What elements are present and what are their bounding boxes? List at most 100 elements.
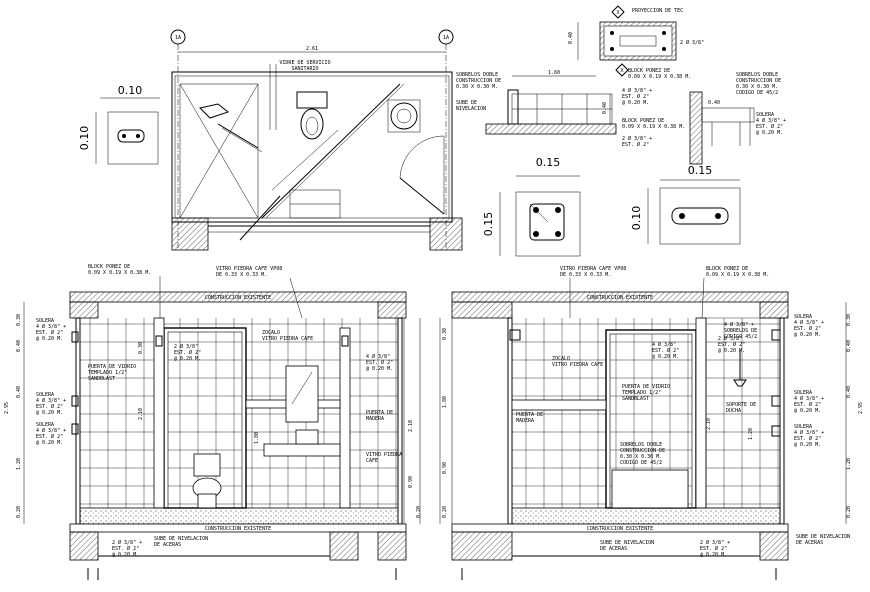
svg-text:VITRO PIEDRA CAFE: VITRO PIEDRA CAFE	[262, 336, 313, 342]
svg-text:EST. Ø 2": EST. Ø 2"	[794, 435, 821, 442]
wall-side-section	[689, 91, 703, 165]
svg-text:EST. Ø 2": EST. Ø 2"	[36, 403, 63, 410]
svg-text:0.40: 0.40	[846, 386, 852, 398]
detail1-v: 0.10	[78, 126, 91, 151]
right-dim-020: 0.20	[442, 506, 448, 518]
right-bottom-note3: SUBE DE NIVELACION	[796, 534, 850, 540]
left-top-label: CONSTRUCCION EXISTENTE	[205, 295, 271, 301]
svg-text:DE ACERAS: DE ACERAS	[796, 540, 823, 546]
axis-bubble-left: 1A	[170, 29, 186, 250]
svg-text:EST. Ø 2": EST. Ø 2"	[36, 433, 63, 440]
floor-plan: 1A 1A 2.61 VIDRE DE SERVICIO SANITARIO	[78, 29, 463, 251]
left-floor	[79, 507, 399, 525]
svg-text:@ 0.20 M.: @ 0.20 M.	[174, 356, 201, 362]
svg-text:4 Ø 3/8" +: 4 Ø 3/8" +	[622, 87, 652, 94]
left-solera2: SOLERA	[36, 392, 54, 398]
axis-x2: X	[620, 68, 623, 74]
svg-text:4 Ø 3/8" +: 4 Ø 3/8" +	[794, 319, 824, 326]
svg-text:TEMPLADO 1/2": TEMPLADO 1/2"	[88, 370, 127, 376]
detail-column-3: 0.15 0.10	[630, 164, 741, 245]
svg-text:DUCHA: DUCHA	[726, 408, 741, 414]
plan-width-dim: 2.61	[306, 46, 318, 52]
detail1-h: 0.10	[118, 84, 143, 97]
svg-text:EST. Ø 2": EST. Ø 2"	[756, 123, 783, 130]
svg-text:DE 0.33 X 0.33 M.: DE 0.33 X 0.33 M.	[560, 272, 611, 278]
svg-text:EST. Ø 2": EST. Ø 2"	[794, 325, 821, 332]
svg-text:DE ACERAS: DE ACERAS	[154, 542, 181, 548]
svg-text:DE 0.33 X 0.33 M.: DE 0.33 X 0.33 M.	[216, 272, 267, 278]
right-solera3: SOLERA	[794, 424, 812, 430]
svg-text:EST. Ø 2": EST. Ø 2"	[622, 141, 649, 148]
svg-text:EST. Ø 2": EST. Ø 2"	[174, 349, 201, 356]
svg-text:CODIGO DE 45/2: CODIGO DE 45/2	[620, 460, 662, 466]
right-solera1: SOLERA	[794, 314, 812, 320]
svg-text:@ 0.20 M.: @ 0.20 M.	[652, 354, 679, 360]
axis-x1: X	[616, 10, 619, 16]
left-dim-total: 2.95	[4, 402, 10, 414]
svg-text:BLOCK PONEZ DE: BLOCK PONEZ DE	[622, 118, 664, 124]
svg-text:SOBRELOS DE: SOBRELOS DE	[724, 328, 757, 334]
left-dim-090: 0.90	[408, 476, 414, 488]
svg-text:0.30: 0.30	[16, 314, 22, 326]
svg-text:0.30 X 0.30 M.: 0.30 X 0.30 M.	[620, 454, 662, 460]
svg-text:@ 0.20 M.: @ 0.20 M.	[366, 366, 393, 372]
wall-height-dim: 0.40	[602, 102, 608, 114]
plan-column-right	[429, 217, 463, 251]
right-bottom-note: 2 Ø 3/8" +	[700, 539, 730, 546]
right-block-label: BLOCK PONEZ DE	[706, 266, 748, 272]
wall-detail: X X PROYECCION DE TEC 0.40 2 Ø 3/8" BLOC…	[456, 5, 786, 257]
svg-text:EST. Ø 2": EST. Ø 2"	[112, 545, 139, 552]
svg-text:DE ACERAS: DE ACERAS	[600, 546, 627, 552]
svg-text:CAFE: CAFE	[366, 458, 378, 464]
svg-text:@ 0.20 M.: @ 0.20 M.	[794, 332, 821, 338]
svg-text:2 Ø 3/8": 2 Ø 3/8"	[680, 39, 704, 46]
svg-text:SOLERA: SOLERA	[756, 112, 774, 118]
svg-text:@ 0.20 M.: @ 0.20 M.	[718, 348, 745, 354]
wall-label1a: SOBRELOS DOBLE	[456, 72, 498, 78]
axis-left-label: 1A	[175, 35, 181, 41]
svg-text:SANDBLAST: SANDBLAST	[622, 396, 649, 402]
right-col2: 2 Ø 3/8"	[718, 335, 742, 342]
axis-right-label: 1A	[443, 35, 449, 41]
svg-text:0.09 X 0.19 X 0.38 M.: 0.09 X 0.19 X 0.38 M.	[88, 270, 151, 276]
svg-text:TEMPLADO 1/2": TEMPLADO 1/2"	[622, 390, 661, 396]
detail3-v: 0.10	[630, 206, 643, 231]
left-toilet	[193, 453, 221, 477]
svg-text:0.40: 0.40	[846, 340, 852, 352]
svg-text:0.09 X 0.19 X 0.38 M.: 0.09 X 0.19 X 0.38 M.	[706, 272, 769, 278]
svg-text:EST. Ø 2": EST. Ø 2"	[36, 329, 63, 336]
svg-text:2 Ø 3/8" +: 2 Ø 3/8" +	[622, 135, 652, 142]
left-door-wood: PUERTA DE	[366, 410, 393, 416]
right-vitro-label: VITRO PIEDRA CAFE VP08	[560, 266, 626, 272]
svg-text:EST. Ø 2": EST. Ø 2"	[700, 545, 727, 552]
svg-text:0.30 X 0.30 M.: 0.30 X 0.30 M.	[456, 84, 498, 90]
left-mirror	[285, 365, 319, 423]
svg-text:@ 0.20 M.: @ 0.20 M.	[794, 408, 821, 414]
section-right: CONSTRUCCION EXISTENTE CONSTRUCCION EXIS…	[439, 266, 864, 580]
right-zocalo: ZOCALO	[552, 356, 570, 362]
right-dim-210: 2.10	[706, 418, 712, 430]
right-shower: SOPORTE DE	[726, 402, 756, 408]
svg-text:4 Ø 3/8" +: 4 Ø 3/8" +	[794, 395, 824, 402]
svg-text:@ 0.20 M.: @ 0.20 M.	[36, 410, 63, 416]
plan-toilet	[300, 108, 324, 140]
left-vitro-cafe: VITRO PIEDRA	[366, 452, 402, 458]
svg-text:CONSTRUCCION DE: CONSTRUCCION DE	[736, 78, 781, 84]
svg-text:EST. Ø 2": EST. Ø 2"	[652, 347, 679, 354]
right-sobrelos: SOBRELOS DOBLE	[620, 442, 662, 448]
plan-sink	[390, 102, 418, 130]
right-top-label: CONSTRUCCION EXISTENTE	[587, 295, 653, 301]
svg-text:4 Ø 3/8" +: 4 Ø 3/8" +	[36, 427, 66, 434]
left-block-label: BLOCK PONEZ DE	[88, 264, 130, 270]
left-top-slab	[69, 291, 407, 303]
right-bottom-note2: SUBE DE NIVELACION	[600, 540, 654, 546]
right-door-glass: PUERTA DE VIDRIO	[622, 384, 670, 390]
detail-column-2: 0.15 0.15	[482, 156, 581, 257]
svg-text:@ 0.20 M.: @ 0.20 M.	[622, 100, 649, 106]
svg-text:EST. Ø 2": EST. Ø 2"	[794, 401, 821, 408]
right-dim-090: 0.90	[442, 462, 448, 474]
left-dim-180: 1.80	[254, 432, 260, 444]
left-solera3: SOLERA	[36, 422, 54, 428]
axis-bubble-right: 1A	[438, 29, 454, 250]
